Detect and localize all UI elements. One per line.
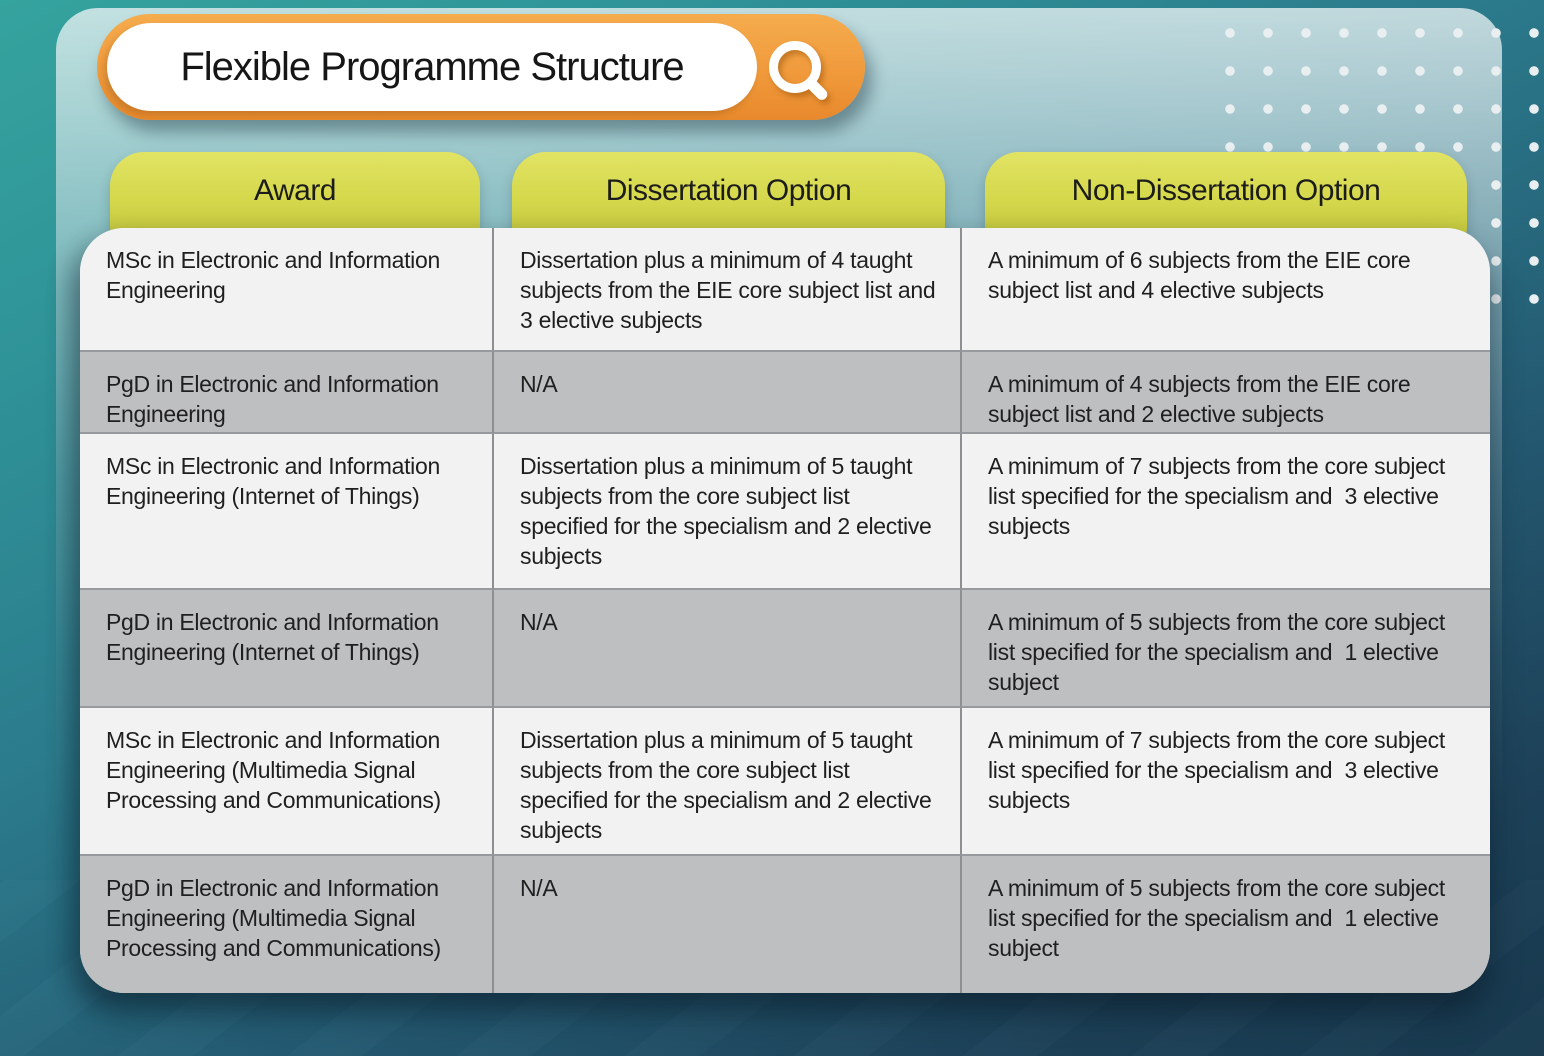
table-cell-dissertation: Dissertation plus a minimum of 5 taught … xyxy=(494,434,962,590)
title-search-field[interactable]: Flexible Programme Structure xyxy=(107,23,757,111)
table-cell-dissertation: N/A xyxy=(494,856,962,993)
table-cell-dissertation: N/A xyxy=(494,590,962,708)
table-cell-non-dissertation: A minimum of 5 subjects from the core su… xyxy=(962,856,1490,993)
table-cell-award: PgD in Electronic and Information Engine… xyxy=(80,856,494,993)
table-cell-award: MSc in Electronic and Information Engine… xyxy=(80,228,494,352)
programme-table: MSc in Electronic and Information Engine… xyxy=(80,228,1490,993)
title-search-bar[interactable]: Flexible Programme Structure xyxy=(97,14,865,120)
table-cell-award: MSc in Electronic and Information Engine… xyxy=(80,708,494,856)
column-header-label: Non-Dissertation Option xyxy=(1071,174,1381,207)
table-grid: MSc in Electronic and Information Engine… xyxy=(80,228,1490,993)
table-cell-award: PgD in Electronic and Information Engine… xyxy=(80,590,494,708)
table-cell-non-dissertation: A minimum of 7 subjects from the core su… xyxy=(962,434,1490,590)
table-cell-dissertation: Dissertation plus a minimum of 4 taught … xyxy=(494,228,962,352)
table-cell-award: MSc in Electronic and Information Engine… xyxy=(80,434,494,590)
table-cell-dissertation: N/A xyxy=(494,352,962,434)
page-title: Flexible Programme Structure xyxy=(180,44,684,89)
table-cell-non-dissertation: A minimum of 7 subjects from the core su… xyxy=(962,708,1490,856)
search-icon[interactable] xyxy=(769,41,821,93)
column-header-label: Award xyxy=(254,174,337,207)
table-cell-non-dissertation: A minimum of 6 subjects from the EIE cor… xyxy=(962,228,1490,352)
column-header-label: Dissertation Option xyxy=(605,174,852,207)
table-cell-award: PgD in Electronic and Information Engine… xyxy=(80,352,494,434)
table-cell-non-dissertation: A minimum of 4 subjects from the EIE cor… xyxy=(962,352,1490,434)
table-cell-dissertation: Dissertation plus a minimum of 5 taught … xyxy=(494,708,962,856)
table-cell-non-dissertation: A minimum of 5 subjects from the core su… xyxy=(962,590,1490,708)
